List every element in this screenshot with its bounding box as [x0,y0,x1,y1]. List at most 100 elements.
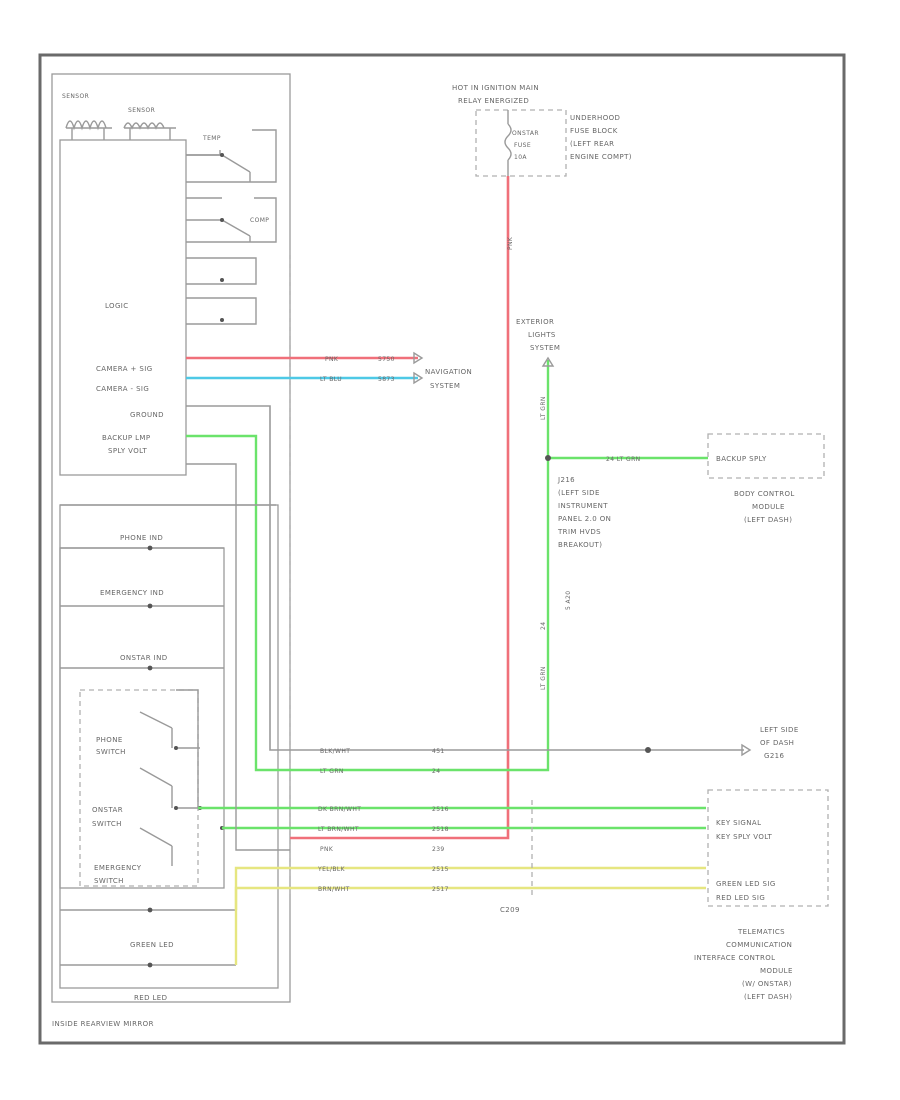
red-color-label: PNK [325,356,339,363]
led-1-symbol [147,907,153,913]
wire-labels: PNK 5750 LT BLU 5873 BLK/WHT 451 LT GRN … [317,236,641,893]
phone-switch-label-1: PHONE [96,736,123,744]
logic-box [59,139,187,476]
wire-group [60,176,744,965]
exterior-label-2: LIGHTS [528,331,556,339]
splice-label-2: (LEFT SIDE [558,489,600,497]
tcim-label-6: (LEFT DASH) [744,993,792,1001]
keyv-circuit-label: 2518 [432,826,449,833]
backup-sply-label: BACKUP SPLY [716,455,767,463]
onstar-switch-label-1: ONSTAR [92,806,123,814]
phone-switch-label-2: SWITCH [96,748,126,756]
temp-label: TEMP [202,135,221,142]
key-color-label: DK BRN/WHT [318,806,361,813]
navigation-arrow [413,351,424,385]
exterior-label-1: EXTERIOR [516,318,554,326]
logic-label: LOGIC [105,302,129,310]
green-h-label: 24 LT GRN [606,456,641,463]
fuse-box-label-1: UNDERHOOD [570,114,620,122]
navigation-label-1: NAVIGATION [425,368,472,376]
exterior-arrow [541,356,555,367]
phone-switch-contact [139,711,200,749]
emergency-switch-contact [139,827,173,866]
module-title: INSIDE REARVIEW MIRROR [52,1020,154,1028]
tcim-label-4: MODULE [760,967,793,975]
loop-1-node [220,278,224,282]
sensor-loop-1 [186,257,257,285]
wire-vertical-green [186,360,550,772]
emergency-switch-label-2: SWITCH [94,877,124,885]
onstar-switch-contact [139,767,200,809]
fuse-box-label-4: ENGINE COMPT) [570,153,632,161]
ground-arrow [741,743,752,757]
splice-label-6: BREAKOUT) [558,541,602,549]
switch-group [79,689,199,887]
temp-switch-circuit [186,129,277,183]
comp-label: COMP [250,217,269,224]
fuse-symbol [504,110,512,176]
camera-neg-label: CAMERA - SIG [96,385,149,393]
tcim-label-3: INTERFACE CONTROL [694,954,775,962]
splice-j216-node [545,455,551,461]
ground-label: GROUND [130,411,164,419]
connector-c209-label: C209 [500,906,520,914]
red-led-label: RED LED [134,994,167,1002]
fuse-box-label-2: FUSE BLOCK [570,127,618,135]
systems: NAVIGATION SYSTEM EXTERIOR LIGHTS SYSTEM… [413,318,829,1001]
bcm-label-3: (LEFT DASH) [744,516,792,524]
sensor-2-symbol [123,122,176,140]
splice-label-4: PANEL 2.0 ON [558,515,611,523]
emergency-ind-led [147,603,153,609]
emergency-switch-label-1: EMERGENCY [94,864,142,872]
green-led-label: GREEN LED [130,941,174,949]
backup-label-1: BACKUP LMP [102,434,151,442]
navigation-label-2: SYSTEM [430,382,460,390]
vert-green-label-3: 24 [540,622,547,630]
inside-rearview-mirror-module: LOGIC SENSOR SENSOR TEMP COMP CAMERA + S… [51,73,291,1028]
splice-label-5: TRIM HVDS [557,528,601,536]
wire-ground [186,405,744,751]
green-circuit-label: 24 [432,768,440,775]
diagram-frame [38,53,846,1045]
brn-color-label: BRN/WHT [318,886,350,893]
backup-label-2: SPLY VOLT [108,447,147,455]
bcm-box [707,433,825,479]
onstar-switch-label-2: SWITCH [92,820,122,828]
pnk-color-label: PNK [320,846,334,853]
x-label: 5 A20 [565,591,572,610]
key-circuit-label: 2516 [432,806,449,813]
tcim-label-1: TELEMATICS [737,928,785,936]
underhood-fuse-block: HOT IN IGNITION MAIN RELAY ENERGIZED UND… [452,84,632,177]
led-block [59,547,225,889]
key-signal-label: KEY SIGNAL [716,819,761,827]
splice-label-1: J216 [557,476,575,484]
green-color-label: LT GRN [320,768,344,775]
green-led-sig-label: GREEN LED SIG [716,880,776,888]
wire-vertical-red [290,176,510,840]
key-volt-label: KEY SPLY VOLT [716,833,773,841]
fuse-box-label-3: (LEFT REAR [570,140,614,148]
red-led-sig-label: RED LED SIG [716,894,765,902]
ground-color-label: BLK/WHT [320,748,350,755]
onstar-ind-label: ONSTAR IND [120,654,168,662]
phone-ind-label: PHONE IND [120,534,163,542]
ground-circuit-label: 451 [432,748,445,755]
sensor-1-symbol [65,120,112,140]
exterior-label-3: SYSTEM [530,344,560,352]
vert-green-label-2: LT GRN [540,666,547,690]
temp-switch-node [220,153,224,157]
led-2-symbol [147,962,153,968]
red-circuit-label: 5750 [378,356,395,363]
vert-red-label: PNK [507,236,514,250]
ground-point-label-3: G216 [764,752,785,760]
camera-pos-label: CAMERA + SIG [96,365,153,373]
phone-ind-led [147,545,153,551]
emergency-ind-label: EMERGENCY IND [100,589,164,597]
tcim-box [707,789,829,907]
blue-color-label: LT BLU [320,376,342,383]
splice-label-3: INSTRUMENT [558,502,608,510]
pnk-circuit-label: 239 [432,846,445,853]
fuse-header-2: RELAY ENERGIZED [458,97,529,105]
onstar-ind-led [147,665,153,671]
